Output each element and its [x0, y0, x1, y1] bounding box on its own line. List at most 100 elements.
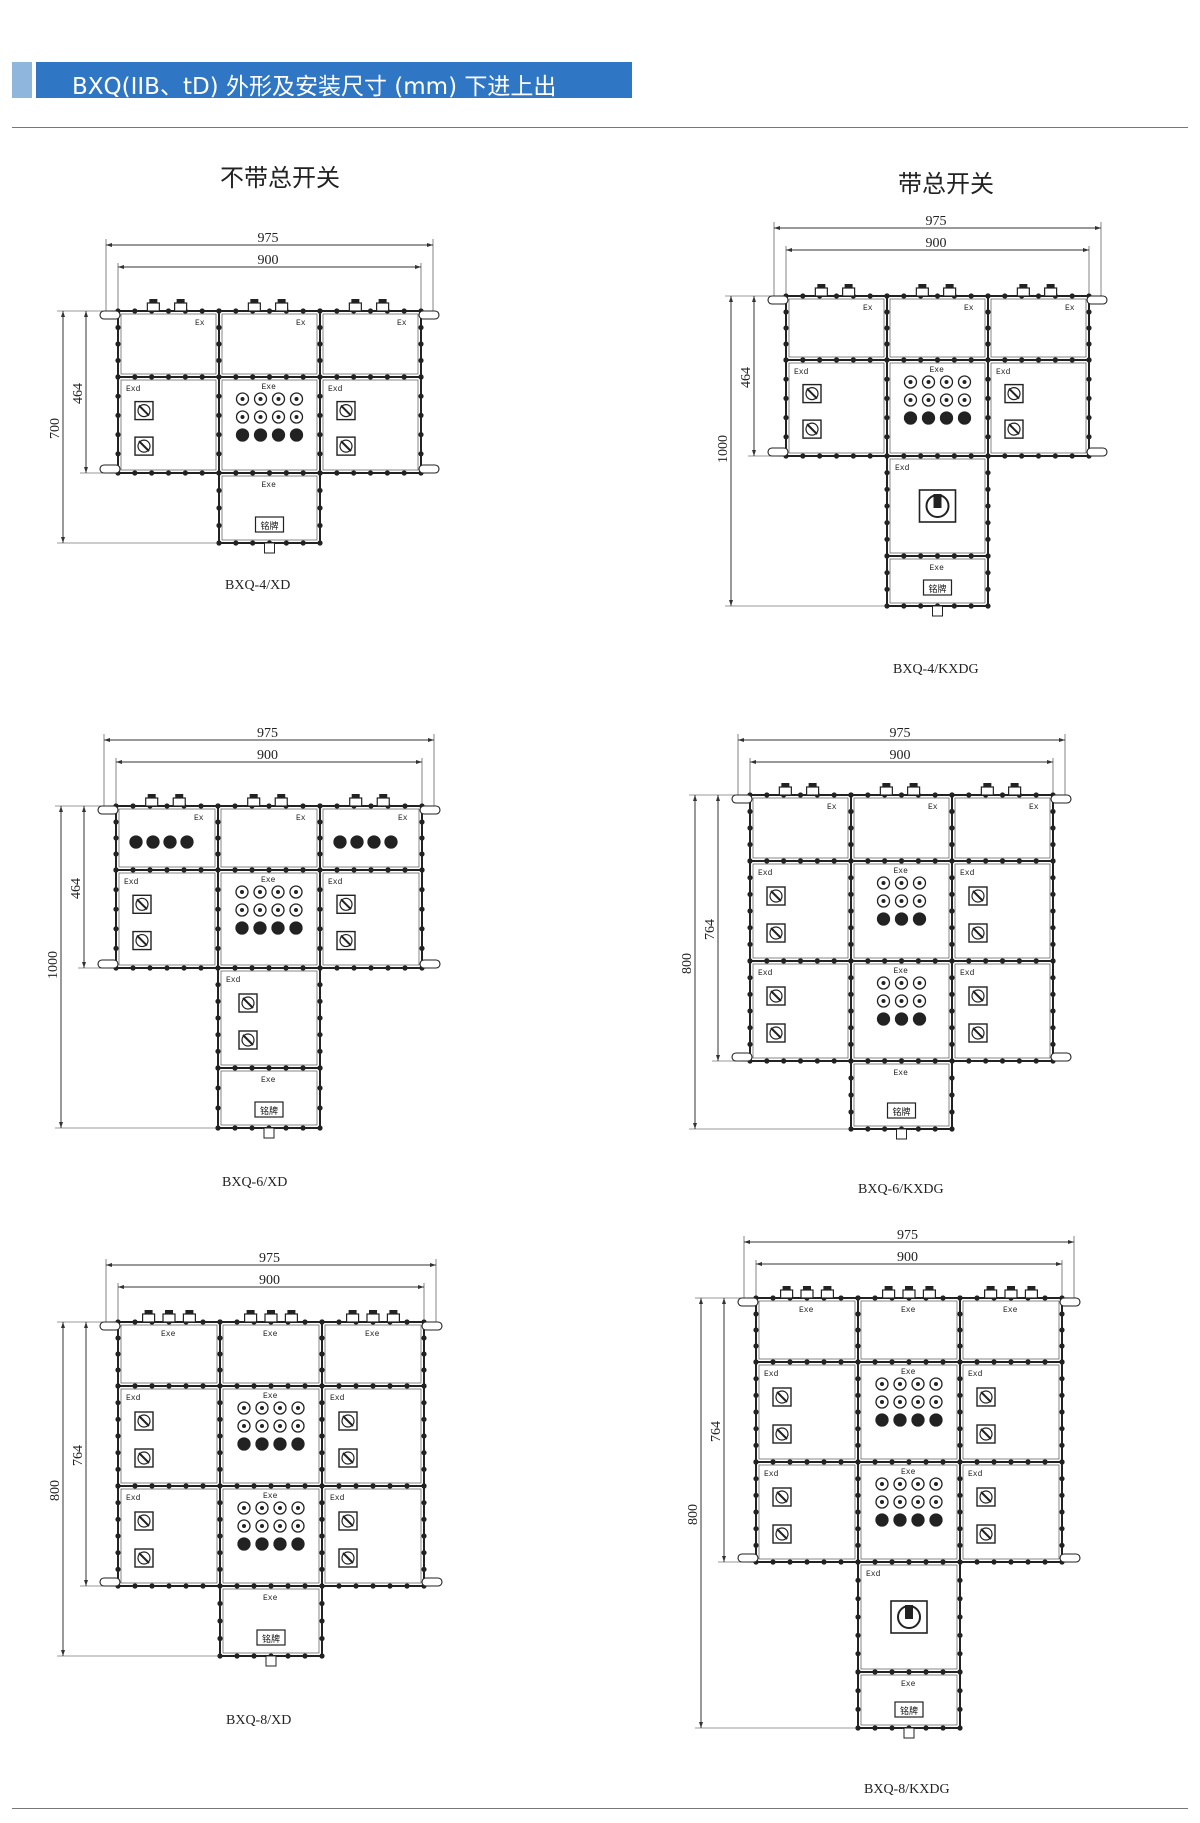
bolt	[300, 867, 306, 873]
bolt	[319, 1450, 325, 1456]
indicator-icon	[255, 1437, 269, 1451]
bolt	[753, 1359, 759, 1365]
indicator-icon	[291, 1437, 305, 1451]
indicator-icon	[926, 398, 931, 402]
cable-gland-icon	[144, 1310, 153, 1314]
enclosure-tag: Exd	[126, 1494, 141, 1503]
cable-gland-icon	[902, 1289, 916, 1299]
indicator-icon	[880, 1400, 884, 1404]
rotary-switch-icon	[980, 1528, 992, 1540]
bolt	[1008, 1559, 1014, 1565]
bolt	[317, 540, 323, 546]
bolt	[319, 1566, 325, 1572]
bolt	[747, 958, 753, 964]
bolt	[1035, 357, 1042, 363]
bolt	[215, 803, 221, 809]
bolt	[115, 1383, 121, 1389]
mounting-lug	[99, 310, 121, 320]
bolt	[850, 357, 856, 363]
enclosure-inner-frame	[120, 1324, 218, 1384]
bolt	[831, 1058, 837, 1064]
enclosure-tag: Exd	[960, 969, 975, 978]
indicator-icon	[273, 1537, 287, 1551]
bolt	[898, 1058, 905, 1064]
cable-gland-icon	[247, 302, 261, 312]
bolt	[250, 470, 256, 476]
enclosure-tag: Exd	[126, 1394, 141, 1403]
enclosure-frame	[749, 794, 852, 862]
dimension-label: 900	[258, 253, 279, 268]
bottom-divider	[12, 1808, 1188, 1809]
bolt	[421, 1466, 427, 1472]
bolt	[957, 1442, 963, 1448]
dimension-arrow	[722, 1298, 726, 1304]
bolt	[957, 1596, 963, 1602]
bolt	[113, 887, 119, 893]
indicator-icon	[237, 1437, 251, 1451]
bolt	[934, 553, 941, 559]
bolt	[217, 1566, 223, 1572]
bolt	[319, 1516, 325, 1522]
indicator-icon	[908, 398, 913, 402]
bolt	[215, 1032, 221, 1038]
rotary-switch-icon	[972, 1027, 984, 1039]
bolt	[319, 1335, 325, 1341]
dimension-arrow	[1047, 760, 1053, 764]
bolt	[949, 925, 955, 931]
bolt	[300, 470, 306, 476]
rotary-switch-icon	[972, 990, 984, 1002]
bolt	[918, 603, 924, 609]
cable-gland-icon	[1046, 284, 1055, 288]
rotary-switch-icon	[138, 440, 150, 452]
bolt	[753, 1327, 759, 1333]
dimension-label: 975	[926, 214, 947, 229]
bolt	[1050, 925, 1056, 931]
bolt	[949, 958, 955, 964]
bolt	[283, 540, 289, 546]
bolt	[317, 1065, 323, 1071]
bolt	[966, 792, 972, 798]
bolt	[115, 451, 121, 457]
bolt	[217, 1335, 223, 1341]
rotary-switch-icon	[776, 1528, 788, 1540]
bolt	[1059, 1426, 1065, 1432]
bolt	[747, 1008, 753, 1014]
bolt	[1059, 1476, 1065, 1482]
enclosure-tag: Ex	[1065, 304, 1075, 313]
bolt	[821, 1559, 827, 1565]
bolt	[215, 965, 221, 971]
bolt	[831, 858, 837, 864]
rotary-switch-icon	[1008, 423, 1020, 435]
bolt	[923, 1359, 929, 1365]
enclosure-inner-frame	[752, 863, 849, 959]
rotary-switch-icon	[1007, 387, 1021, 401]
bolt	[855, 1426, 861, 1432]
bolt	[884, 415, 890, 421]
bolt	[1016, 858, 1022, 864]
indicator-icon	[934, 1400, 938, 1404]
rotary-switch-icon	[979, 1427, 993, 1441]
bolt	[217, 1516, 223, 1522]
enclosure-frame	[319, 310, 422, 378]
enclosure	[747, 792, 854, 864]
cable-gland-icon	[246, 1310, 255, 1314]
bolt	[949, 875, 955, 881]
bolt	[317, 451, 323, 457]
bolt	[199, 374, 205, 380]
enclosure-frame	[987, 359, 1090, 457]
bolt	[317, 357, 323, 364]
rotary-switch-icon	[769, 926, 783, 940]
rotary-switch-icon	[339, 404, 353, 418]
enclosure-frame	[117, 376, 220, 474]
bolt	[334, 308, 340, 314]
bolt	[283, 1065, 289, 1071]
bolt	[781, 858, 787, 864]
dimension-arrow	[61, 1650, 65, 1656]
bolt	[915, 858, 921, 864]
bolt	[991, 1559, 997, 1565]
bolt	[1086, 325, 1092, 331]
dimension-arrow	[84, 467, 88, 473]
bolt	[215, 867, 221, 873]
bolt	[317, 308, 323, 314]
bolt	[884, 553, 890, 559]
